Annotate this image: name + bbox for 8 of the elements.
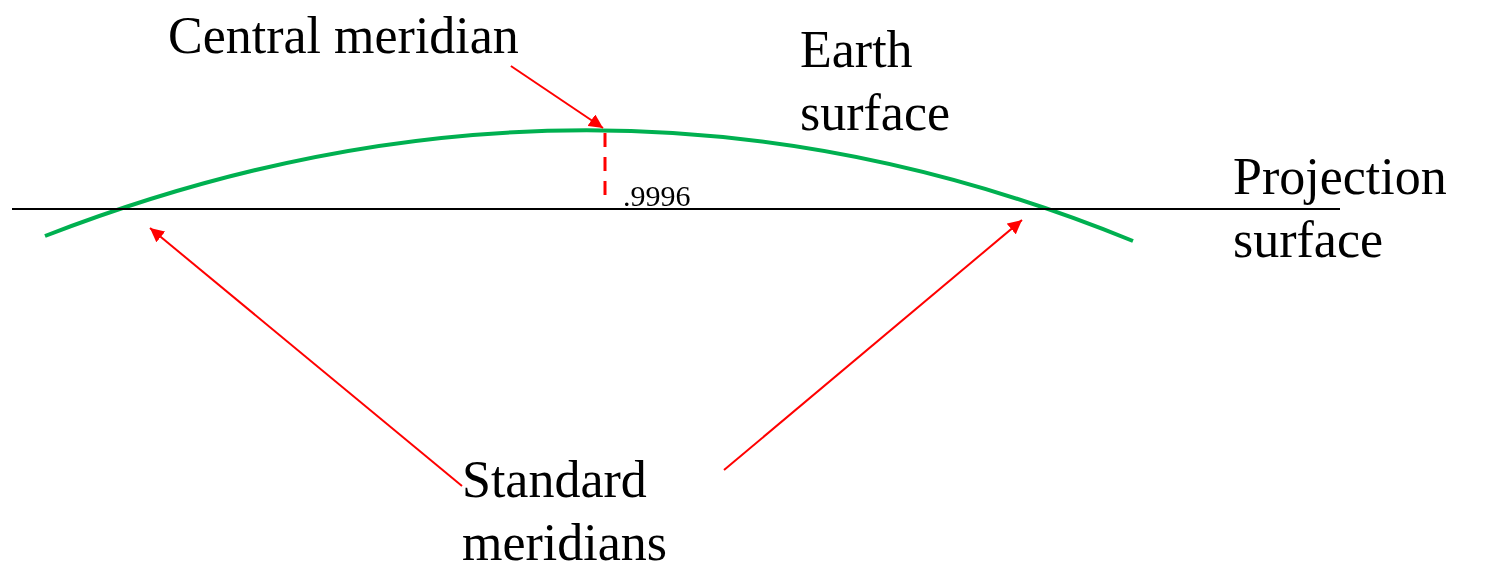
scale-factor-label: .9996 xyxy=(623,178,692,214)
surface-label: Earth surface xyxy=(800,20,952,143)
callout-text: Central meridian xyxy=(168,4,519,67)
callout-text: Standard meridians xyxy=(462,448,732,574)
leader-arrow xyxy=(149,227,463,487)
leader-arrow xyxy=(723,219,1023,471)
leader-arrow xyxy=(509,65,604,129)
surface-label: Projection surface xyxy=(1233,147,1448,270)
